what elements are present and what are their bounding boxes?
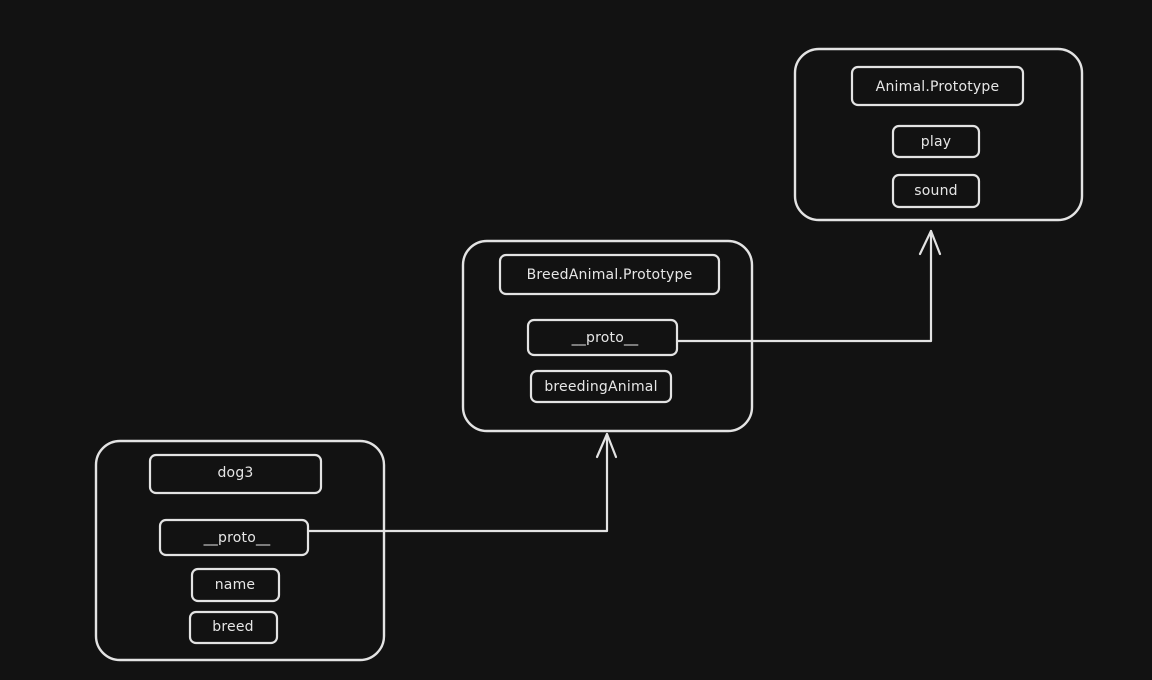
dog3-proto-link-box bbox=[158, 518, 310, 557]
animal-prototype-title-box bbox=[850, 65, 1025, 107]
dog3-proto-arrowhead-icon bbox=[595, 432, 618, 459]
animal-prototype-title: Animal.Prototype bbox=[876, 79, 1000, 95]
sound-method-box bbox=[891, 173, 981, 209]
breed-field-label: breed bbox=[212, 619, 253, 635]
breed-prototype-title-box bbox=[498, 253, 721, 296]
dog3-to-breed-connector bbox=[306, 432, 618, 533]
breed-to-animal-connector bbox=[675, 229, 942, 343]
dog3-container bbox=[94, 439, 386, 662]
breed-prototype-title: BreedAnimal.Prototype bbox=[527, 267, 693, 283]
dog3-group: dog3 __proto__ name breed bbox=[94, 439, 386, 662]
breed-proto-link-box bbox=[526, 318, 679, 357]
sound-method-label: sound bbox=[914, 183, 958, 199]
breed-prototype-group: BreedAnimal.Prototype __proto__ breeding… bbox=[461, 239, 754, 433]
breeding-animal-method-box bbox=[529, 369, 673, 404]
dog3-title: dog3 bbox=[217, 465, 253, 481]
animal-prototype-group: Animal.Prototype play sound bbox=[793, 47, 1084, 222]
name-field-label: name bbox=[215, 577, 256, 593]
breed-prototype-container bbox=[461, 239, 754, 433]
play-method-box bbox=[891, 124, 981, 159]
dog3-title-box bbox=[148, 453, 323, 495]
breed-proto-arrowhead-icon bbox=[918, 229, 942, 256]
dog3-proto-arrow-line bbox=[306, 432, 609, 533]
breeding-animal-method-label: breedingAnimal bbox=[544, 379, 657, 395]
breed-field-box bbox=[188, 610, 279, 645]
play-method-label: play bbox=[921, 134, 951, 150]
breed-proto-arrow-line bbox=[675, 229, 933, 343]
animal-prototype-container bbox=[793, 47, 1084, 222]
name-field-box bbox=[190, 567, 281, 603]
breed-proto-link-label: __proto__ bbox=[571, 330, 640, 346]
dog3-proto-link-label: __proto__ bbox=[203, 530, 272, 546]
